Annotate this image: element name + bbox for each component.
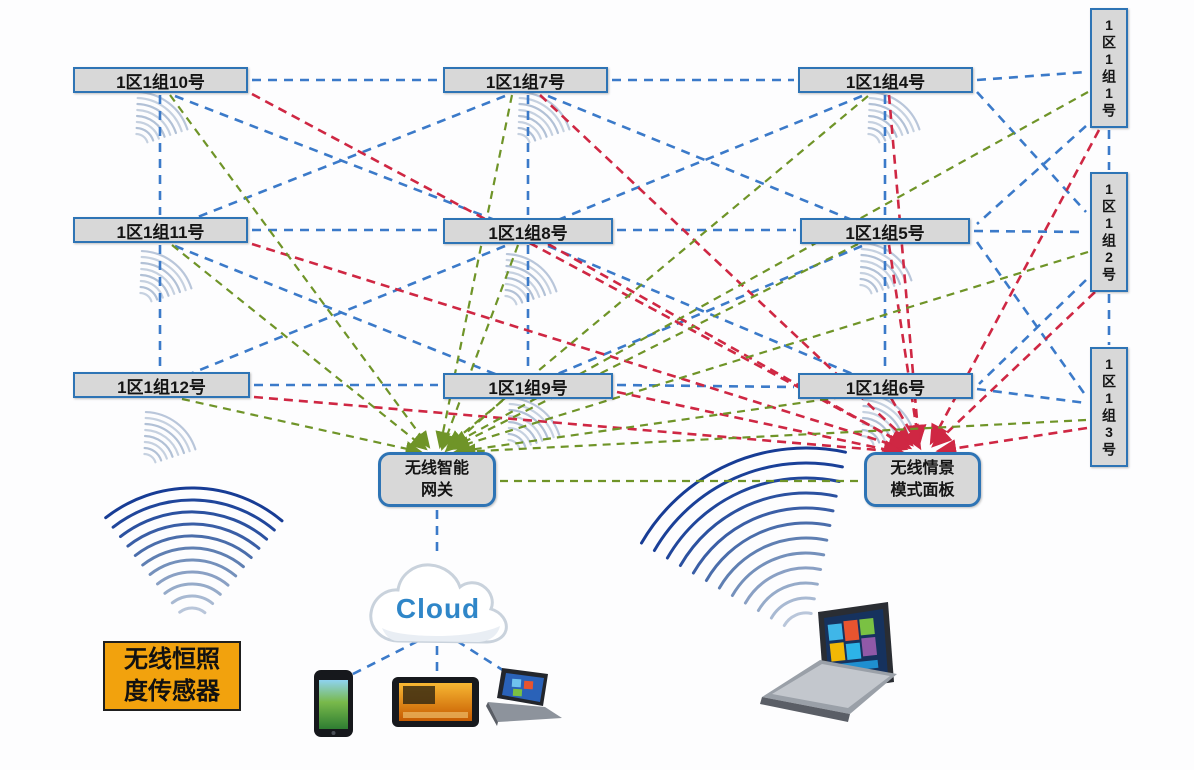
cloud-label: Cloud	[396, 593, 480, 624]
tablet-icon	[392, 677, 479, 727]
node-label: 1区1组6号	[845, 378, 926, 398]
node-label: 1区1组5号	[845, 223, 925, 243]
node-label: 1区1组9号	[488, 378, 568, 398]
sensor-label: 无线恒照 度传感器	[124, 645, 220, 705]
node-zone1-group1-4: 1区1组4号	[798, 67, 973, 93]
node-zone1-group1-9: 1区1组9号	[443, 373, 613, 399]
node-zone1-group1-12: 1区1组12号	[73, 372, 250, 398]
node-label: 1区1组1号	[1101, 17, 1117, 119]
node-label: 1区1组10号	[116, 72, 205, 92]
panel-label: 无线情景 模式面板	[890, 459, 955, 499]
node-zone1-group1-2: 1区1组2号	[1090, 172, 1128, 292]
node-zone1-group1-8: 1区1组8号	[443, 218, 613, 244]
wireless-scene-mode-panel: 无线情景 模式面板	[864, 452, 981, 507]
wireless-illuminance-sensor-label: 无线恒照 度传感器	[103, 641, 241, 711]
node-label: 1区1组4号	[845, 72, 926, 92]
node-label: 1区1组7号	[485, 72, 566, 92]
laptop-radio-waves-icon	[640, 446, 847, 627]
gateway-links-green	[169, 91, 1089, 483]
laptop-small-icon	[486, 668, 562, 726]
mesh-links-blue	[158, 70, 1111, 405]
node-zone1-group1-3: 1区1组3号	[1090, 347, 1128, 467]
node-label: 1区1组3号	[1101, 356, 1117, 458]
node-label: 1区1组2号	[1101, 181, 1117, 283]
sensor-radio-waves-icon	[104, 486, 284, 615]
panel-links-red	[251, 92, 1101, 460]
node-zone1-group1-10: 1区1组10号	[73, 67, 248, 93]
cloud-icon: Cloud	[369, 563, 508, 644]
node-zone1-group1-6: 1区1组6号	[798, 373, 973, 399]
wireless-smart-gateway: 无线智能 网关	[378, 452, 496, 507]
node-zone1-group1-5: 1区1组5号	[800, 218, 970, 244]
node-label: 1区1组11号	[116, 222, 205, 242]
node-zone1-group1-11: 1区1组11号	[73, 217, 248, 243]
gateway-label: 无线智能 网关	[404, 459, 469, 499]
node-label: 1区1组12号	[117, 377, 206, 397]
node-label: 1区1组8号	[488, 223, 568, 243]
node-zone1-group1-7: 1区1组7号	[443, 67, 608, 93]
laptop-large-icon	[760, 602, 897, 722]
node-zone1-group1-1: 1区1组1号	[1090, 8, 1128, 128]
smartphone-icon	[314, 670, 353, 737]
